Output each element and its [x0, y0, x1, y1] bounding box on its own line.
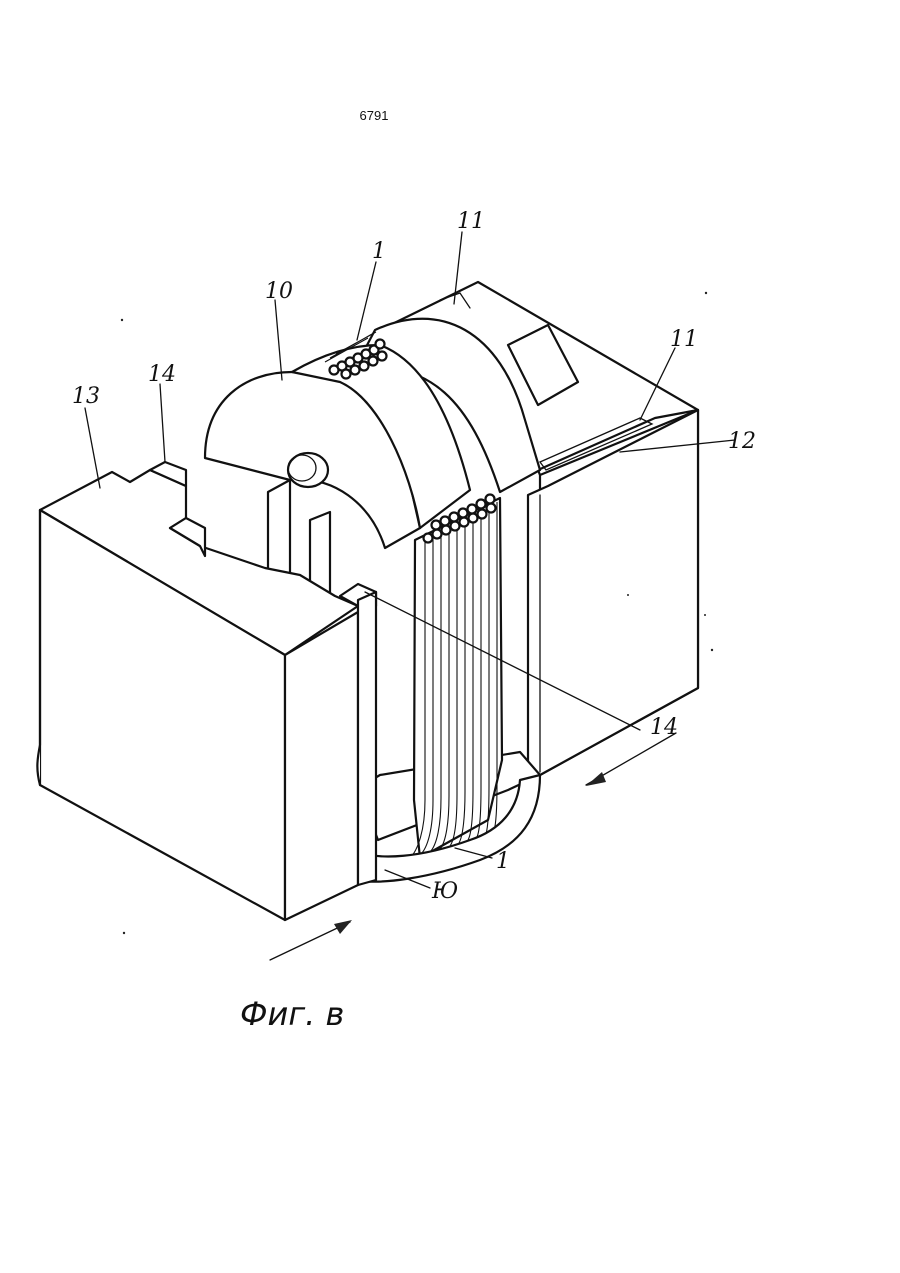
label-winding-bottom: 1 — [496, 849, 510, 874]
label-frame-top-left: 10 — [265, 279, 293, 304]
label-tab-bottom: 14 — [650, 715, 678, 740]
shaft-hole — [288, 453, 328, 487]
label-winding-top: 1 — [372, 239, 386, 264]
arrow-bottom-left — [270, 920, 352, 960]
label-block-left: 13 — [72, 384, 100, 409]
winding-bundle — [410, 498, 502, 858]
label-frame-bottom: Ю — [431, 879, 458, 904]
label-slot-top: 11 — [457, 209, 485, 234]
figure-caption: Фиг. в — [240, 995, 380, 1033]
label-slot-right: 11 — [670, 327, 698, 352]
label-pad: 12 — [728, 429, 756, 454]
label-tab-top: 14 — [148, 362, 176, 387]
